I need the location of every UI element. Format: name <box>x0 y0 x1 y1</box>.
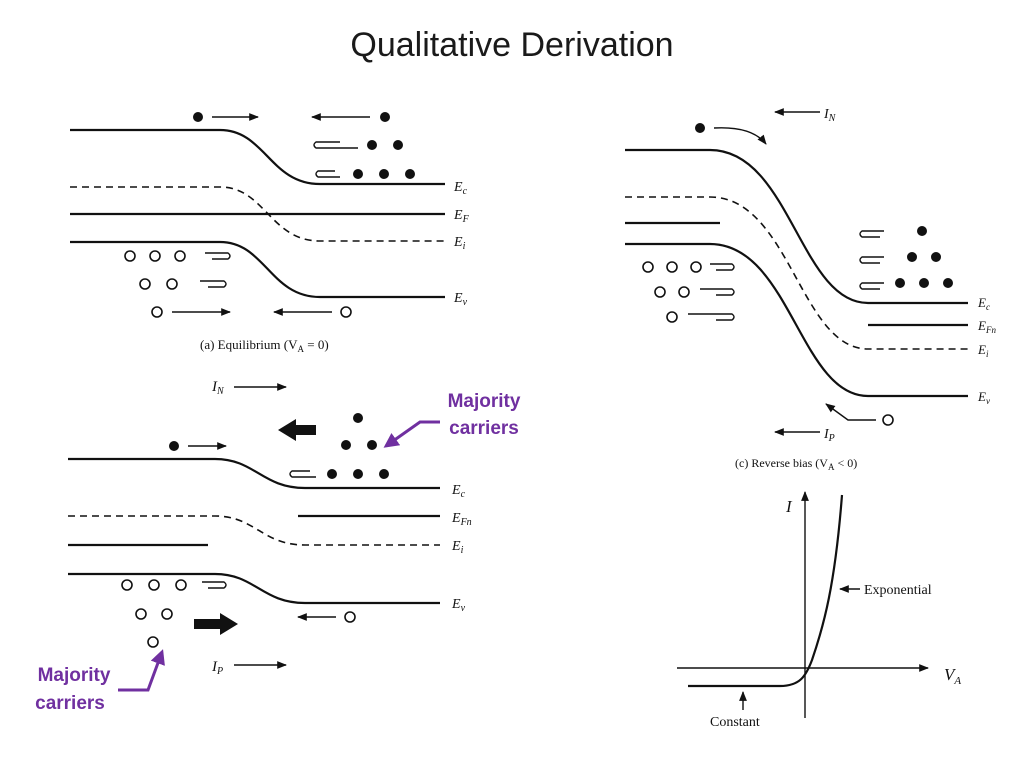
svg-text:Majority: Majority <box>38 665 111 686</box>
svg-text:carriers: carriers <box>449 418 519 439</box>
svg-text:carriers: carriers <box>35 693 105 714</box>
svg-text:IN: IN <box>823 107 837 124</box>
callout-majority-bottom: Majority carriers <box>35 649 165 714</box>
svg-text:Exponential: Exponential <box>864 583 932 598</box>
svg-text:Ei: Ei <box>977 342 989 359</box>
iv-curve <box>688 494 844 688</box>
valence-band-b <box>68 572 440 605</box>
panel-reverse-bias: IN IP Ec EFn Ei Ev (c) Revers <box>625 107 996 472</box>
panel-forward-bias: IN IP Ec EFn Ei Ev <box>68 379 472 677</box>
conduction-band-a <box>70 128 445 186</box>
svg-text:Ec: Ec <box>453 180 468 197</box>
conduction-band-b <box>68 457 440 490</box>
conduction-band-c <box>625 148 968 305</box>
svg-text:Ec: Ec <box>977 295 990 312</box>
caption-equilibrium: (a) Equilibrium (VA = 0) <box>200 337 329 354</box>
slide-title: Qualitative Derivation <box>350 26 674 64</box>
svg-text:EFn: EFn <box>977 318 996 335</box>
svg-text:Ei: Ei <box>453 235 466 252</box>
svg-text:Ev: Ev <box>977 389 990 406</box>
svg-text:IP: IP <box>211 659 223 677</box>
iv-characteristic-plot: I VA Exponential Constant <box>677 491 961 730</box>
panel-equilibrium: Ec EF Ei Ev (a) Equilibrium (VA = 0) <box>70 112 470 354</box>
svg-text:Majority: Majority <box>448 391 521 412</box>
svg-text:I: I <box>785 497 793 516</box>
svg-text:EFn: EFn <box>451 511 472 528</box>
svg-text:Ei: Ei <box>451 539 464 556</box>
svg-text:Constant: Constant <box>710 715 760 730</box>
svg-text:IN: IN <box>211 379 225 397</box>
svg-text:VA: VA <box>944 665 961 687</box>
svg-text:Ev: Ev <box>453 291 468 308</box>
svg-text:IP: IP <box>823 427 835 444</box>
valence-band-a <box>70 240 445 299</box>
caption-reverse-bias: (c) Reverse bias (VA < 0) <box>735 456 857 472</box>
svg-text:Ec: Ec <box>451 483 466 500</box>
callout-majority-top: Majority carriers <box>383 391 521 448</box>
svg-text:EF: EF <box>453 208 470 225</box>
intrinsic-level-b <box>68 515 440 546</box>
svg-text:Ev: Ev <box>451 597 466 614</box>
valence-band-c <box>625 242 968 398</box>
